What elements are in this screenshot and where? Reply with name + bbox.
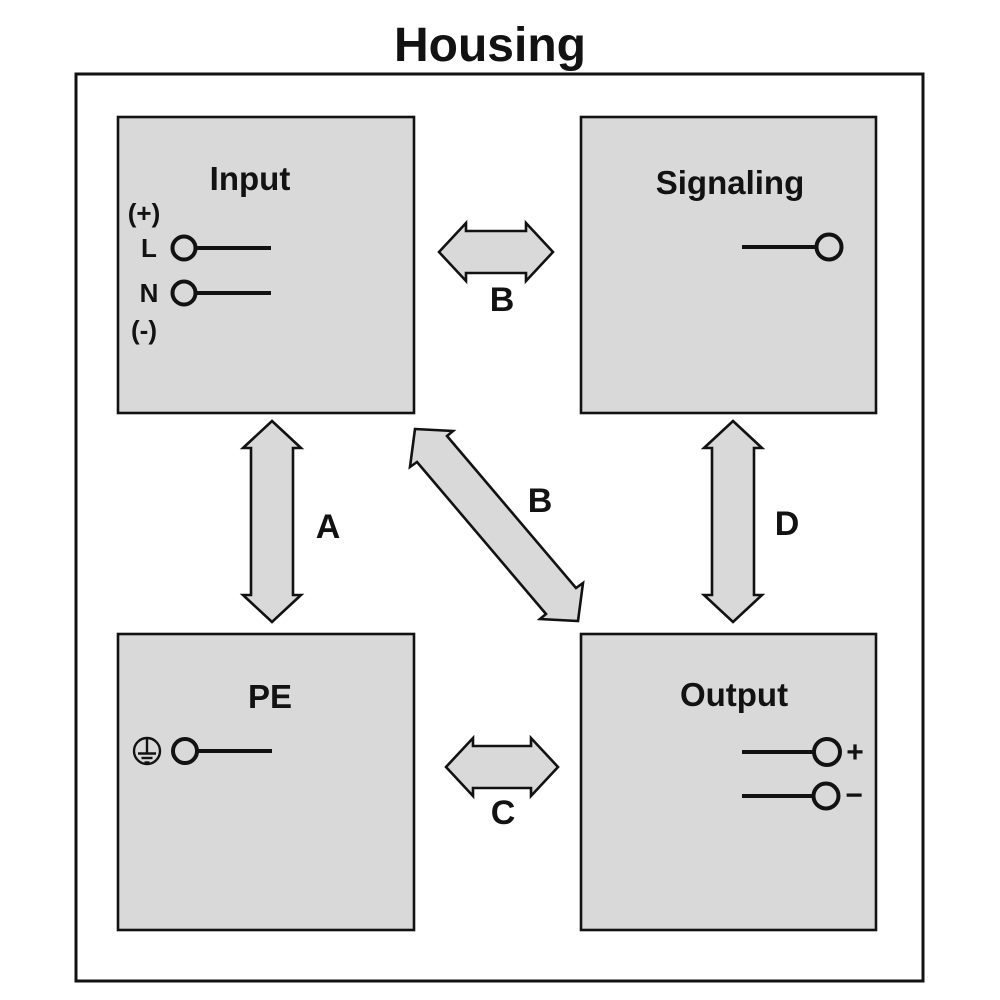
signaling-box-rect <box>579 115 878 415</box>
arrow-c-label: C <box>491 794 516 832</box>
arrow-b-diagonal-label: B <box>528 482 553 520</box>
input-terminal-minus-label: (-) <box>131 315 157 345</box>
arrow-c: C <box>444 734 560 832</box>
arrow-d-label: D <box>775 505 800 543</box>
input-terminal-line-circle <box>170 234 198 262</box>
output-box: Output + − <box>579 632 878 932</box>
arrow-c-shape <box>444 734 560 800</box>
input-terminal-neutral-circle <box>170 279 198 307</box>
arrow-a: A <box>239 419 341 624</box>
output-terminal-minus-circle <box>811 781 841 811</box>
output-terminal-plus-label: + <box>846 736 864 769</box>
pe-box: PE <box>116 632 416 932</box>
arrow-b-top: B <box>437 219 555 319</box>
arrow-b-diagonal: B <box>408 427 585 623</box>
output-terminal-plus-circle <box>812 737 842 767</box>
signaling-box-label: Signaling <box>656 164 805 201</box>
input-box-rect <box>116 115 416 415</box>
input-box: Input (+) L N (-) <box>116 115 416 415</box>
housing-outline <box>74 72 925 983</box>
input-terminal-line-label: L <box>141 233 157 263</box>
arrow-a-shape <box>239 419 305 624</box>
signaling-terminal-circle <box>814 232 844 262</box>
arrow-b-top-shape <box>437 219 555 285</box>
pe-box-rect <box>116 632 416 932</box>
input-terminal-neutral-label: N <box>140 278 159 308</box>
diagram-title: Housing <box>394 19 586 72</box>
input-terminal-plus-label: (+) <box>128 198 161 228</box>
output-box-label: Output <box>680 676 788 713</box>
arrow-d-shape <box>700 419 766 624</box>
arrow-d: D <box>700 419 800 624</box>
earth-ground-icon <box>132 736 162 766</box>
signaling-box: Signaling <box>579 115 878 415</box>
pe-box-label: PE <box>248 678 292 715</box>
arrow-a-label: A <box>316 508 341 546</box>
arrow-b-top-label: B <box>490 281 515 319</box>
arrow-b-diagonal-shape <box>408 427 585 623</box>
input-box-label: Input <box>210 160 291 197</box>
output-terminal-minus-label: − <box>845 779 863 812</box>
